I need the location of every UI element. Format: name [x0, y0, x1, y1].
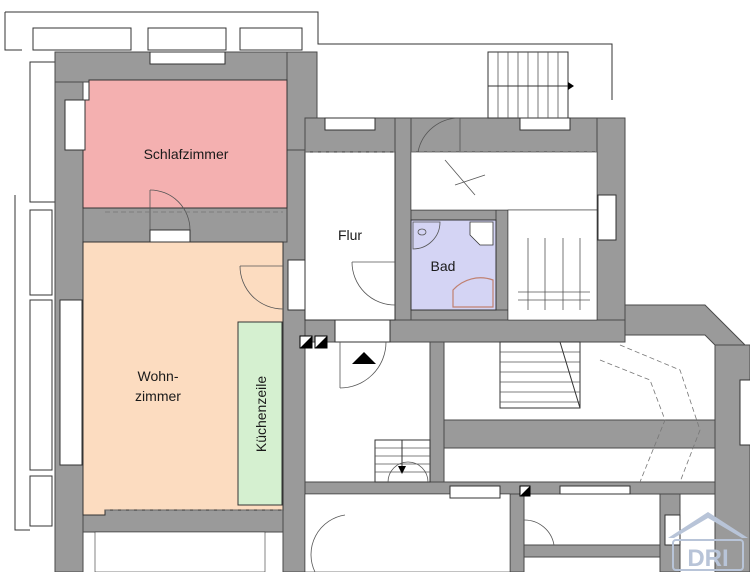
watermark-logo: DRI [668, 512, 748, 572]
utility-room [305, 117, 617, 321]
lower-rooms [94, 379, 750, 572]
entrance-door [299, 335, 531, 497]
staircase-middle [499, 341, 701, 483]
room-schlafzimmer: Schlafzimmer [82, 79, 288, 243]
wohnzimmer-label-line1: Wohn- [138, 368, 179, 384]
staircase-top [487, 51, 574, 119]
room-flur: Flur [287, 151, 396, 343]
staircase-small [374, 439, 431, 483]
balcony-outline [4, 11, 613, 531]
kuechenzeile-fill [237, 321, 283, 506]
up-arrow-icon [352, 352, 376, 364]
bad-label: Bad [431, 258, 456, 274]
logo-text: DRI [687, 545, 728, 572]
wohnzimmer-label-line2: zimmer [135, 388, 181, 404]
flur-label: Flur [338, 227, 362, 243]
windows-left [59, 51, 283, 511]
schlafzimmer-label: Schlafzimmer [144, 146, 229, 162]
room-bad: Bad [410, 219, 497, 311]
kuechenzeile-label: Küchenzeile [253, 376, 269, 452]
kuechenzeile: Küchenzeile [237, 321, 283, 506]
schlafzimmer-fill [82, 79, 288, 209]
